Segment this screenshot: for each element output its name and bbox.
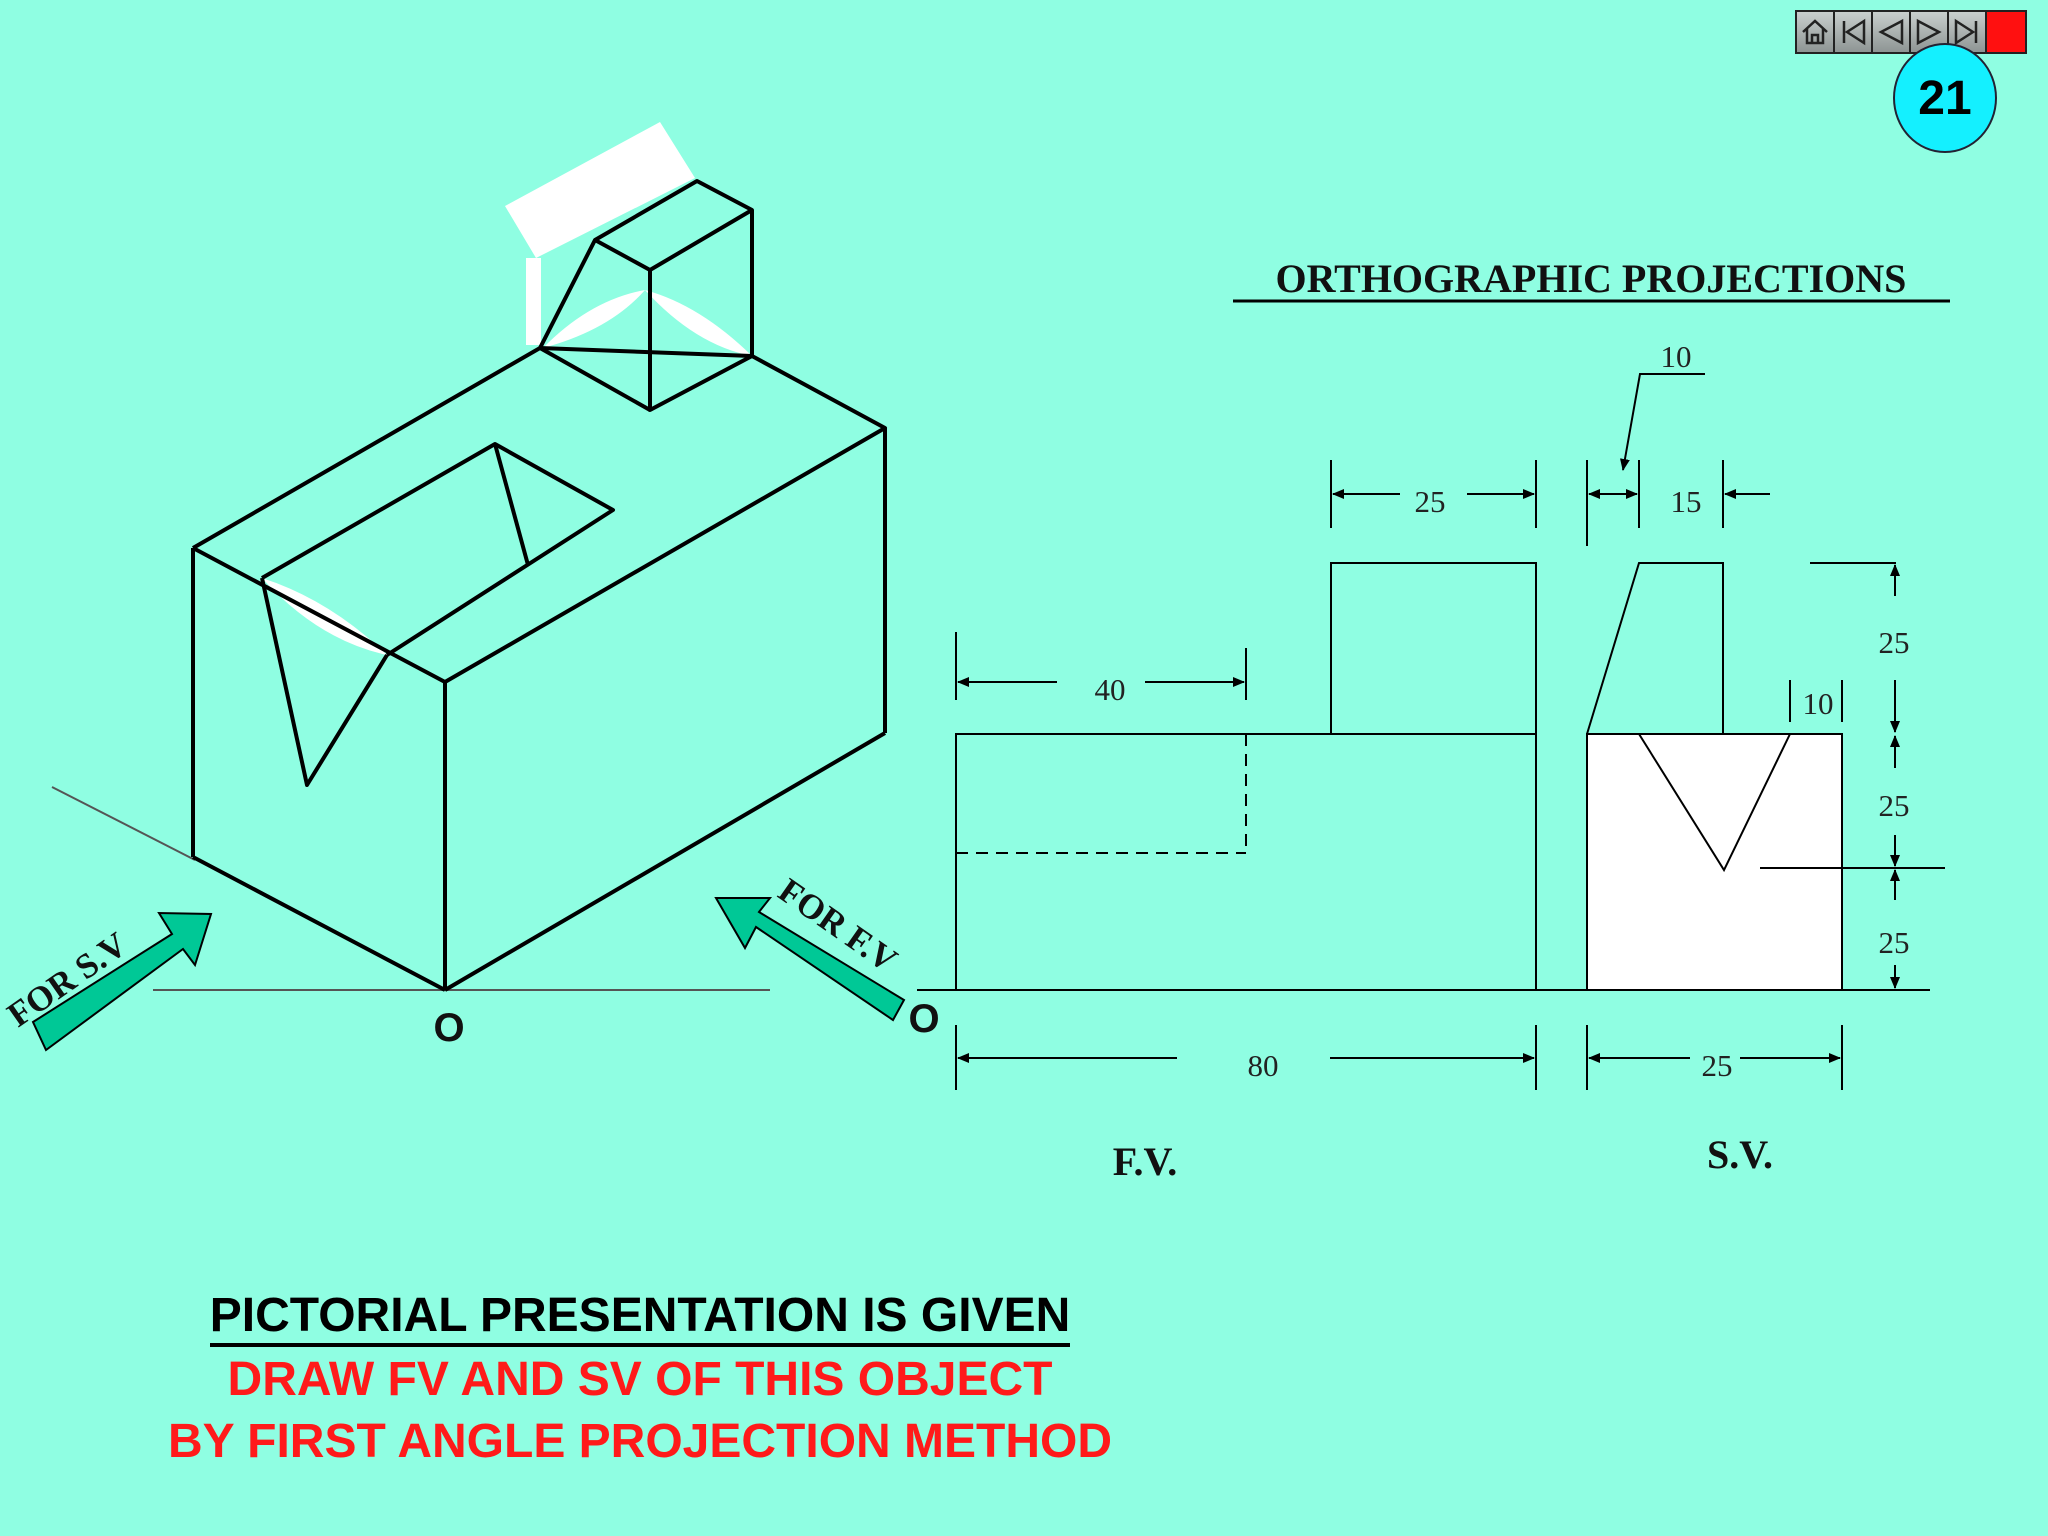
first-slide-button[interactable] xyxy=(1835,12,1873,52)
isometric-pictorial xyxy=(51,122,887,992)
home-icon xyxy=(1802,19,1828,45)
main-block-top xyxy=(192,346,887,684)
main-block-bottom-left xyxy=(192,855,446,992)
instruction-line-2: DRAW FV AND SV OF THIS OBJECT xyxy=(227,1353,1053,1406)
ground-line-left xyxy=(51,786,196,861)
dim-height-lower: 25 xyxy=(1879,925,1910,960)
side-view xyxy=(1586,562,1843,991)
orthographic-title: ORTHOGRAPHIC PROJECTIONS xyxy=(1276,256,1907,301)
dim-fv-slot-length: 40 xyxy=(1095,672,1126,707)
origin-label-left: O xyxy=(433,1006,464,1050)
fv-caption: F.V. xyxy=(1113,1139,1178,1184)
first-slide-icon xyxy=(1842,18,1866,46)
dim-fv-overall-length: 80 xyxy=(1248,1048,1279,1083)
highlight-strip xyxy=(505,122,695,258)
dim-height-middle: 25 xyxy=(1879,788,1910,823)
front-view xyxy=(955,562,1537,991)
sv-v-groove xyxy=(1638,733,1791,873)
dim-sv-overall-width: 25 xyxy=(1702,1048,1733,1083)
glare-2 xyxy=(645,290,752,356)
top-block-edges xyxy=(538,179,754,356)
stop-button[interactable] xyxy=(1987,12,2025,52)
instruction-line-3: BY FIRST ANGLE PROJECTION METHOD xyxy=(167,1415,1113,1468)
glare-1 xyxy=(543,290,645,348)
v-slot-front xyxy=(260,577,389,787)
slide-navigation-bar xyxy=(1795,10,2027,54)
instruction-line-1: PICTORIAL PRESENTATION IS GIVEN xyxy=(100,1288,1180,1347)
dim-sv-right-offset: 10 xyxy=(1803,686,1834,721)
sv-caption: S.V. xyxy=(1707,1132,1773,1177)
fv-base-block xyxy=(955,733,1537,991)
v-slot-top-outline xyxy=(261,442,615,657)
origin-label-right: O xyxy=(908,997,939,1041)
previous-slide-icon xyxy=(1878,18,1904,46)
dim-fv-top-width: 25 xyxy=(1415,484,1446,519)
dim-height-upper: 25 xyxy=(1879,625,1910,660)
dim-sv-top-offset: 10 xyxy=(1661,339,1692,374)
sv-top-block xyxy=(1586,562,1724,735)
fv-top-block xyxy=(1330,562,1537,735)
slide-number-badge: 21 xyxy=(1893,43,1997,153)
dim-sv-top-width: 15 xyxy=(1671,484,1702,519)
main-block-bottom-right xyxy=(443,731,887,992)
home-button[interactable] xyxy=(1797,12,1835,52)
top-block-base-left xyxy=(539,346,651,412)
next-slide-icon xyxy=(1916,18,1942,46)
top-block-top-front xyxy=(594,208,754,272)
top-block-right-face xyxy=(648,270,753,412)
for-fv-arrow xyxy=(714,897,906,1022)
last-slide-icon xyxy=(1954,18,1978,46)
previous-slide-button[interactable] xyxy=(1873,12,1911,52)
highlight-post xyxy=(526,258,541,345)
v-slot-back-edge xyxy=(493,443,530,566)
instruction-line-1-text: PICTORIAL PRESENTATION IS GIVEN xyxy=(209,1289,1071,1347)
dimensions xyxy=(955,373,1945,1090)
sv-base-block xyxy=(1586,733,1843,991)
for-sv-arrow xyxy=(31,911,213,1052)
leader-sv-10 xyxy=(1619,373,1705,471)
